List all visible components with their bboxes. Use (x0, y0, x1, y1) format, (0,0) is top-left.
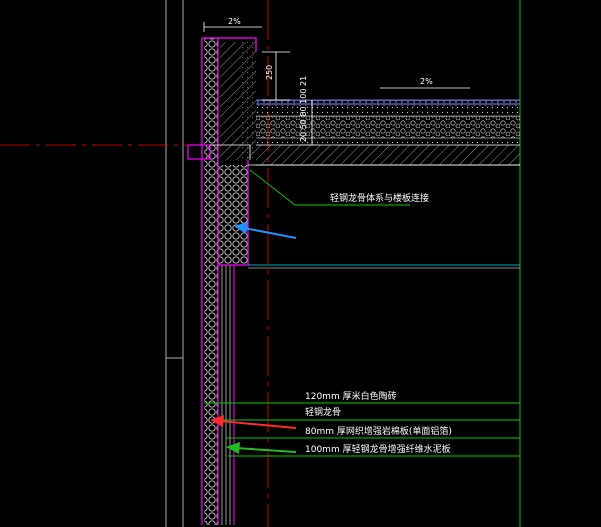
layer-stack-dimension: 20 50 80 100 21 (299, 76, 320, 146)
top-slope-dimension: 2% (203, 17, 262, 32)
height-250-label: 250 (265, 65, 274, 80)
connection-label: 轻钢龙骨体系与楼板连接 (330, 192, 429, 204)
floor-slope-label: 2% (420, 77, 433, 86)
height-dimension: 250 (262, 51, 290, 101)
layer-annotations: 120mm 厚米白色陶砖 轻钢龙骨 80mm 厚网织增强岩棉板(单面铝箔) 10… (204, 390, 520, 457)
green-arrow (226, 442, 297, 454)
rockwool-80-label: 80mm 厚网织增强岩棉板(单面铝箔) (305, 425, 452, 437)
wall-section (187, 37, 520, 525)
floor-layers (256, 99, 520, 166)
red-arrow (210, 415, 297, 429)
annotation-connection: 轻钢龙骨体系与楼板连接 (249, 169, 429, 206)
top-slope-label: 2% (228, 17, 241, 26)
brick-120-label: 120mm 厚米白色陶砖 (305, 390, 397, 402)
layer-stack-label: 20 50 80 100 21 (299, 76, 308, 142)
blue-arrow (234, 222, 297, 239)
floor-slope-dimension: 2% (380, 77, 470, 89)
reference-lines (0, 0, 521, 527)
light-steel-keel-label: 轻钢龙骨 (305, 406, 341, 418)
cement-board-100-label: 100mm 厚轻钢龙骨增强纤维水泥板 (305, 443, 451, 455)
